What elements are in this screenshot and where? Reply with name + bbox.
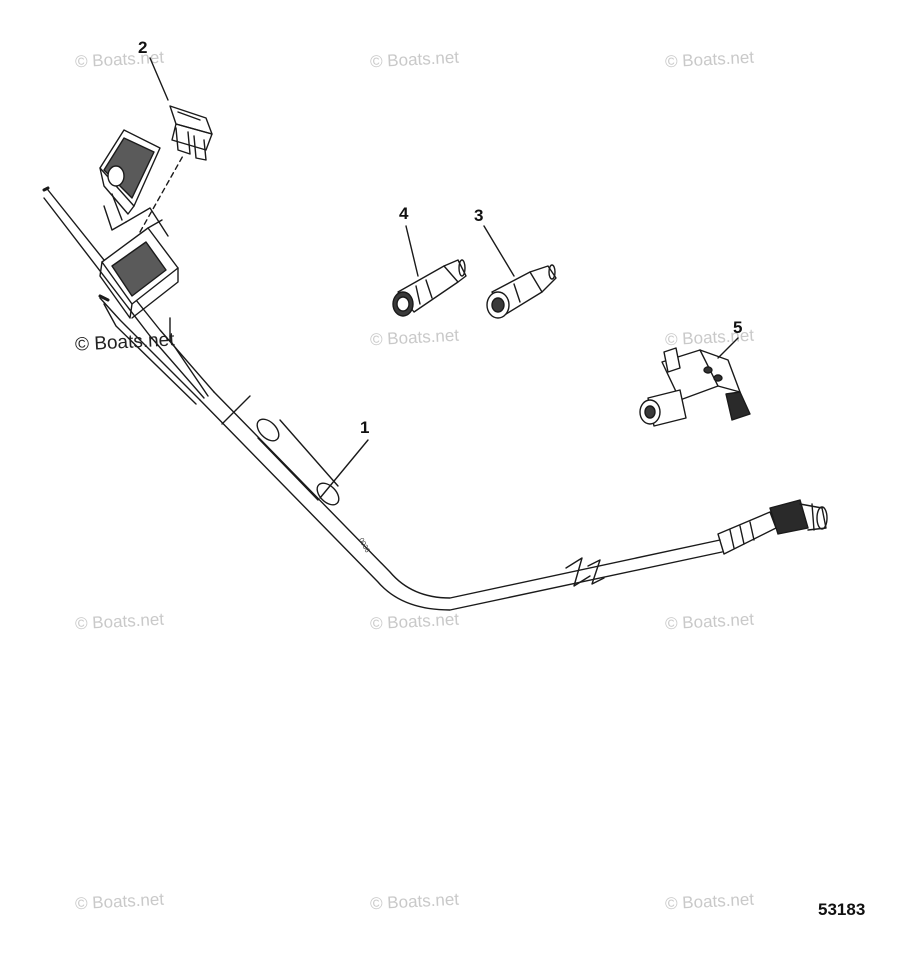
t-connector-part-5 bbox=[639, 347, 751, 427]
callout-3: 3 bbox=[474, 206, 484, 225]
diagram-id: 53183 bbox=[818, 900, 866, 919]
callout-2: 2 bbox=[138, 38, 148, 57]
callout-4: 4 bbox=[399, 204, 409, 223]
connector-part-4 bbox=[392, 259, 467, 317]
leader-line-5 bbox=[717, 337, 739, 359]
leader-lines bbox=[149, 57, 739, 499]
leader-line-3 bbox=[483, 225, 515, 277]
harness-cable bbox=[199, 391, 723, 611]
fuse-holder bbox=[99, 129, 185, 319]
callout-1: 1 bbox=[360, 418, 370, 437]
callout-5: 5 bbox=[733, 318, 743, 337]
leader-line-2 bbox=[149, 57, 169, 101]
connector-part-3 bbox=[486, 264, 557, 319]
leader-line-1 bbox=[319, 439, 369, 499]
harness-wires bbox=[42, 186, 215, 405]
leader-line-4 bbox=[405, 225, 419, 277]
cable-end-connector bbox=[717, 499, 828, 555]
fuse-blade bbox=[169, 105, 213, 161]
